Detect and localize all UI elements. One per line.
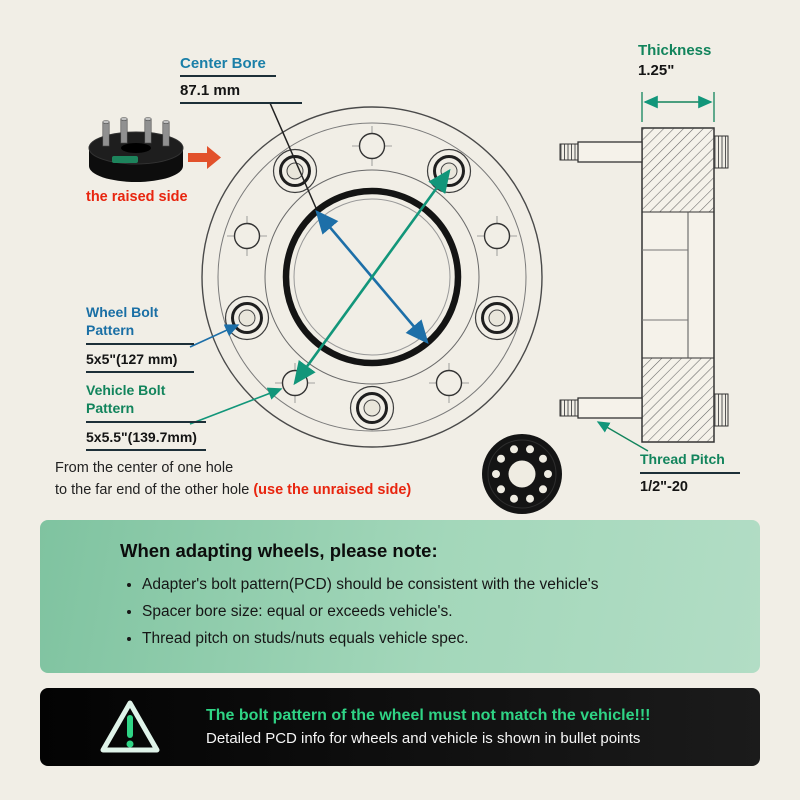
- spacer-photo-angled: [88, 117, 184, 182]
- note-panel-title: When adapting wheels, please note:: [120, 540, 438, 561]
- note-bullet-list: Adapter's bolt pattern(PCD) should be co…: [120, 576, 760, 648]
- note-bullet: Adapter's bolt pattern(PCD) should be co…: [142, 576, 760, 594]
- spacer-photo-face: [482, 434, 562, 514]
- vehicle-bolt-pattern-leader: [189, 387, 283, 425]
- brand-label: [112, 156, 138, 163]
- raised-side-label: the raised side: [86, 189, 188, 205]
- vehicle-bolt-pattern-title: Vehicle Bolt Pattern: [86, 381, 206, 424]
- measurement-note-line2: to the far end of the other hole (use th…: [55, 481, 412, 498]
- note-bullet: Spacer bore size: equal or exceeds vehic…: [142, 603, 760, 621]
- thickness-value: 1.25": [638, 62, 675, 79]
- center-bore-value: 87.1 mm: [180, 77, 302, 104]
- photo-studs: [102, 117, 170, 147]
- side-view: [559, 92, 729, 452]
- thickness-label-group: Thickness 1.25": [638, 42, 711, 79]
- measurement-note-line1: From the center of one hole: [55, 460, 234, 476]
- thread-pitch-value: 1/2"-20: [640, 479, 688, 496]
- wheel-bolt-pattern-group: Wheel Bolt Pattern 5x5"(127 mm): [86, 303, 194, 374]
- warning-line2: Detailed PCD info for wheels and vehicle…: [206, 730, 641, 747]
- note-bullet: Thread pitch on studs/nuts equals vehicl…: [142, 630, 760, 648]
- warning-panel: The bolt pattern of the wheel must not m…: [40, 688, 760, 766]
- unraised-side-highlight: (use the unraised side): [253, 481, 412, 498]
- vehicle-bolt-pattern-group: Vehicle Bolt Pattern 5x5.5"(139.7mm): [86, 381, 206, 452]
- measurement-note: From the center of one hole to the far e…: [55, 458, 485, 502]
- center-bore-title: Center Bore: [180, 55, 276, 77]
- thread-pitch-title: Thread Pitch: [640, 450, 740, 475]
- vehicle-bolt-pattern-arrow: [293, 168, 451, 386]
- wheel-stud-bottom: [559, 393, 729, 427]
- thickness-title: Thickness: [638, 42, 712, 59]
- raised-side-arrow-icon: [188, 146, 221, 169]
- warning-text: The bolt pattern of the wheel must not m…: [206, 707, 650, 747]
- wheel-adapter-diagram: [88, 92, 729, 514]
- thickness-dimension: [641, 92, 715, 122]
- wheel-stud-top: [559, 135, 729, 169]
- adapting-note-panel: When adapting wheels, please note: Adapt…: [40, 520, 760, 673]
- thread-pitch-leader: [596, 421, 649, 452]
- vehicle-bolt-pattern-value: 5x5.5"(139.7mm): [86, 423, 206, 452]
- wheel-bolt-pattern-leader: [189, 324, 240, 348]
- thread-pitch-group: Thread Pitch 1/2"-20: [640, 450, 740, 495]
- wheel-bolt-pattern-title: Wheel Bolt Pattern: [86, 303, 194, 346]
- warning-line1: The bolt pattern of the wheel must not m…: [206, 707, 651, 724]
- warning-triangle-icon: [100, 700, 160, 753]
- front-view: [189, 102, 543, 448]
- wheel-bolt-pattern-value: 5x5"(127 mm): [86, 345, 194, 374]
- center-bore-label-group: Center Bore 87.1 mm: [180, 55, 302, 104]
